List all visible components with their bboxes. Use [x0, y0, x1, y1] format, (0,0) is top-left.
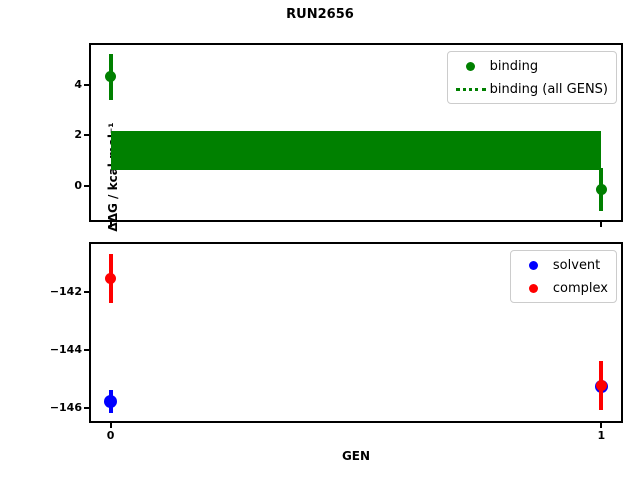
red-dot-icon: [529, 283, 539, 293]
y-tick-mark: [84, 134, 89, 137]
x-tick-label: 1: [597, 429, 606, 442]
legend-item-solvent: solvent: [515, 255, 608, 275]
dotted-line-icon: [455, 87, 486, 91]
data-point-binding: [105, 71, 117, 83]
x-tick-label: 0: [106, 429, 115, 442]
solvent-marker-icon: [515, 260, 553, 270]
y-tick-mark: [84, 290, 89, 293]
x-axis-label: GEN: [341, 449, 371, 463]
x-tick-mark: [600, 222, 603, 227]
data-point-complex: [595, 379, 607, 391]
y-tick-label: −144: [49, 342, 82, 356]
y-tick-label: −142: [49, 284, 82, 298]
binding-marker-icon: [452, 61, 490, 71]
dg-legend: solvent complex: [509, 250, 617, 303]
x-tick-mark: [109, 222, 112, 227]
green-dot-icon: [466, 61, 476, 71]
legend-label-binding: binding: [489, 58, 539, 74]
dg-y-axis-label: ΔG / kcal mol⁻¹: [105, 467, 121, 480]
binding-band-icon: [452, 87, 490, 91]
data-point-solvent: [104, 395, 118, 409]
data-point-binding: [595, 184, 607, 196]
figure-title: RUN2656: [286, 7, 354, 22]
x-tick-mark: [600, 423, 603, 428]
y-tick-mark: [84, 185, 89, 187]
y-tick-label: 2: [74, 128, 82, 142]
complex-marker-icon: [515, 283, 553, 293]
y-tick-label: −146: [49, 401, 82, 415]
legend-item-binding: binding: [452, 56, 608, 76]
binding-legend: binding binding (all GENS): [446, 51, 617, 104]
legend-label-binding-all-gens: binding (all GENS): [489, 81, 608, 97]
y-tick-mark: [84, 83, 89, 86]
x-tick-mark: [109, 423, 112, 428]
data-point-complex: [105, 272, 117, 284]
legend-label-solvent: solvent: [552, 257, 601, 273]
y-tick-label: 0: [74, 179, 82, 192]
legend-item-binding-all-gens: binding (all GENS): [452, 79, 608, 99]
y-tick-mark: [84, 407, 89, 410]
y-tick-mark: [84, 348, 89, 351]
y-tick-label: 4: [74, 77, 82, 91]
confidence-band-binding-all-GENS-: [110, 131, 602, 170]
legend-label-complex: complex: [552, 280, 608, 296]
legend-item-complex: complex: [515, 278, 608, 298]
blue-dot-icon: [529, 260, 539, 270]
